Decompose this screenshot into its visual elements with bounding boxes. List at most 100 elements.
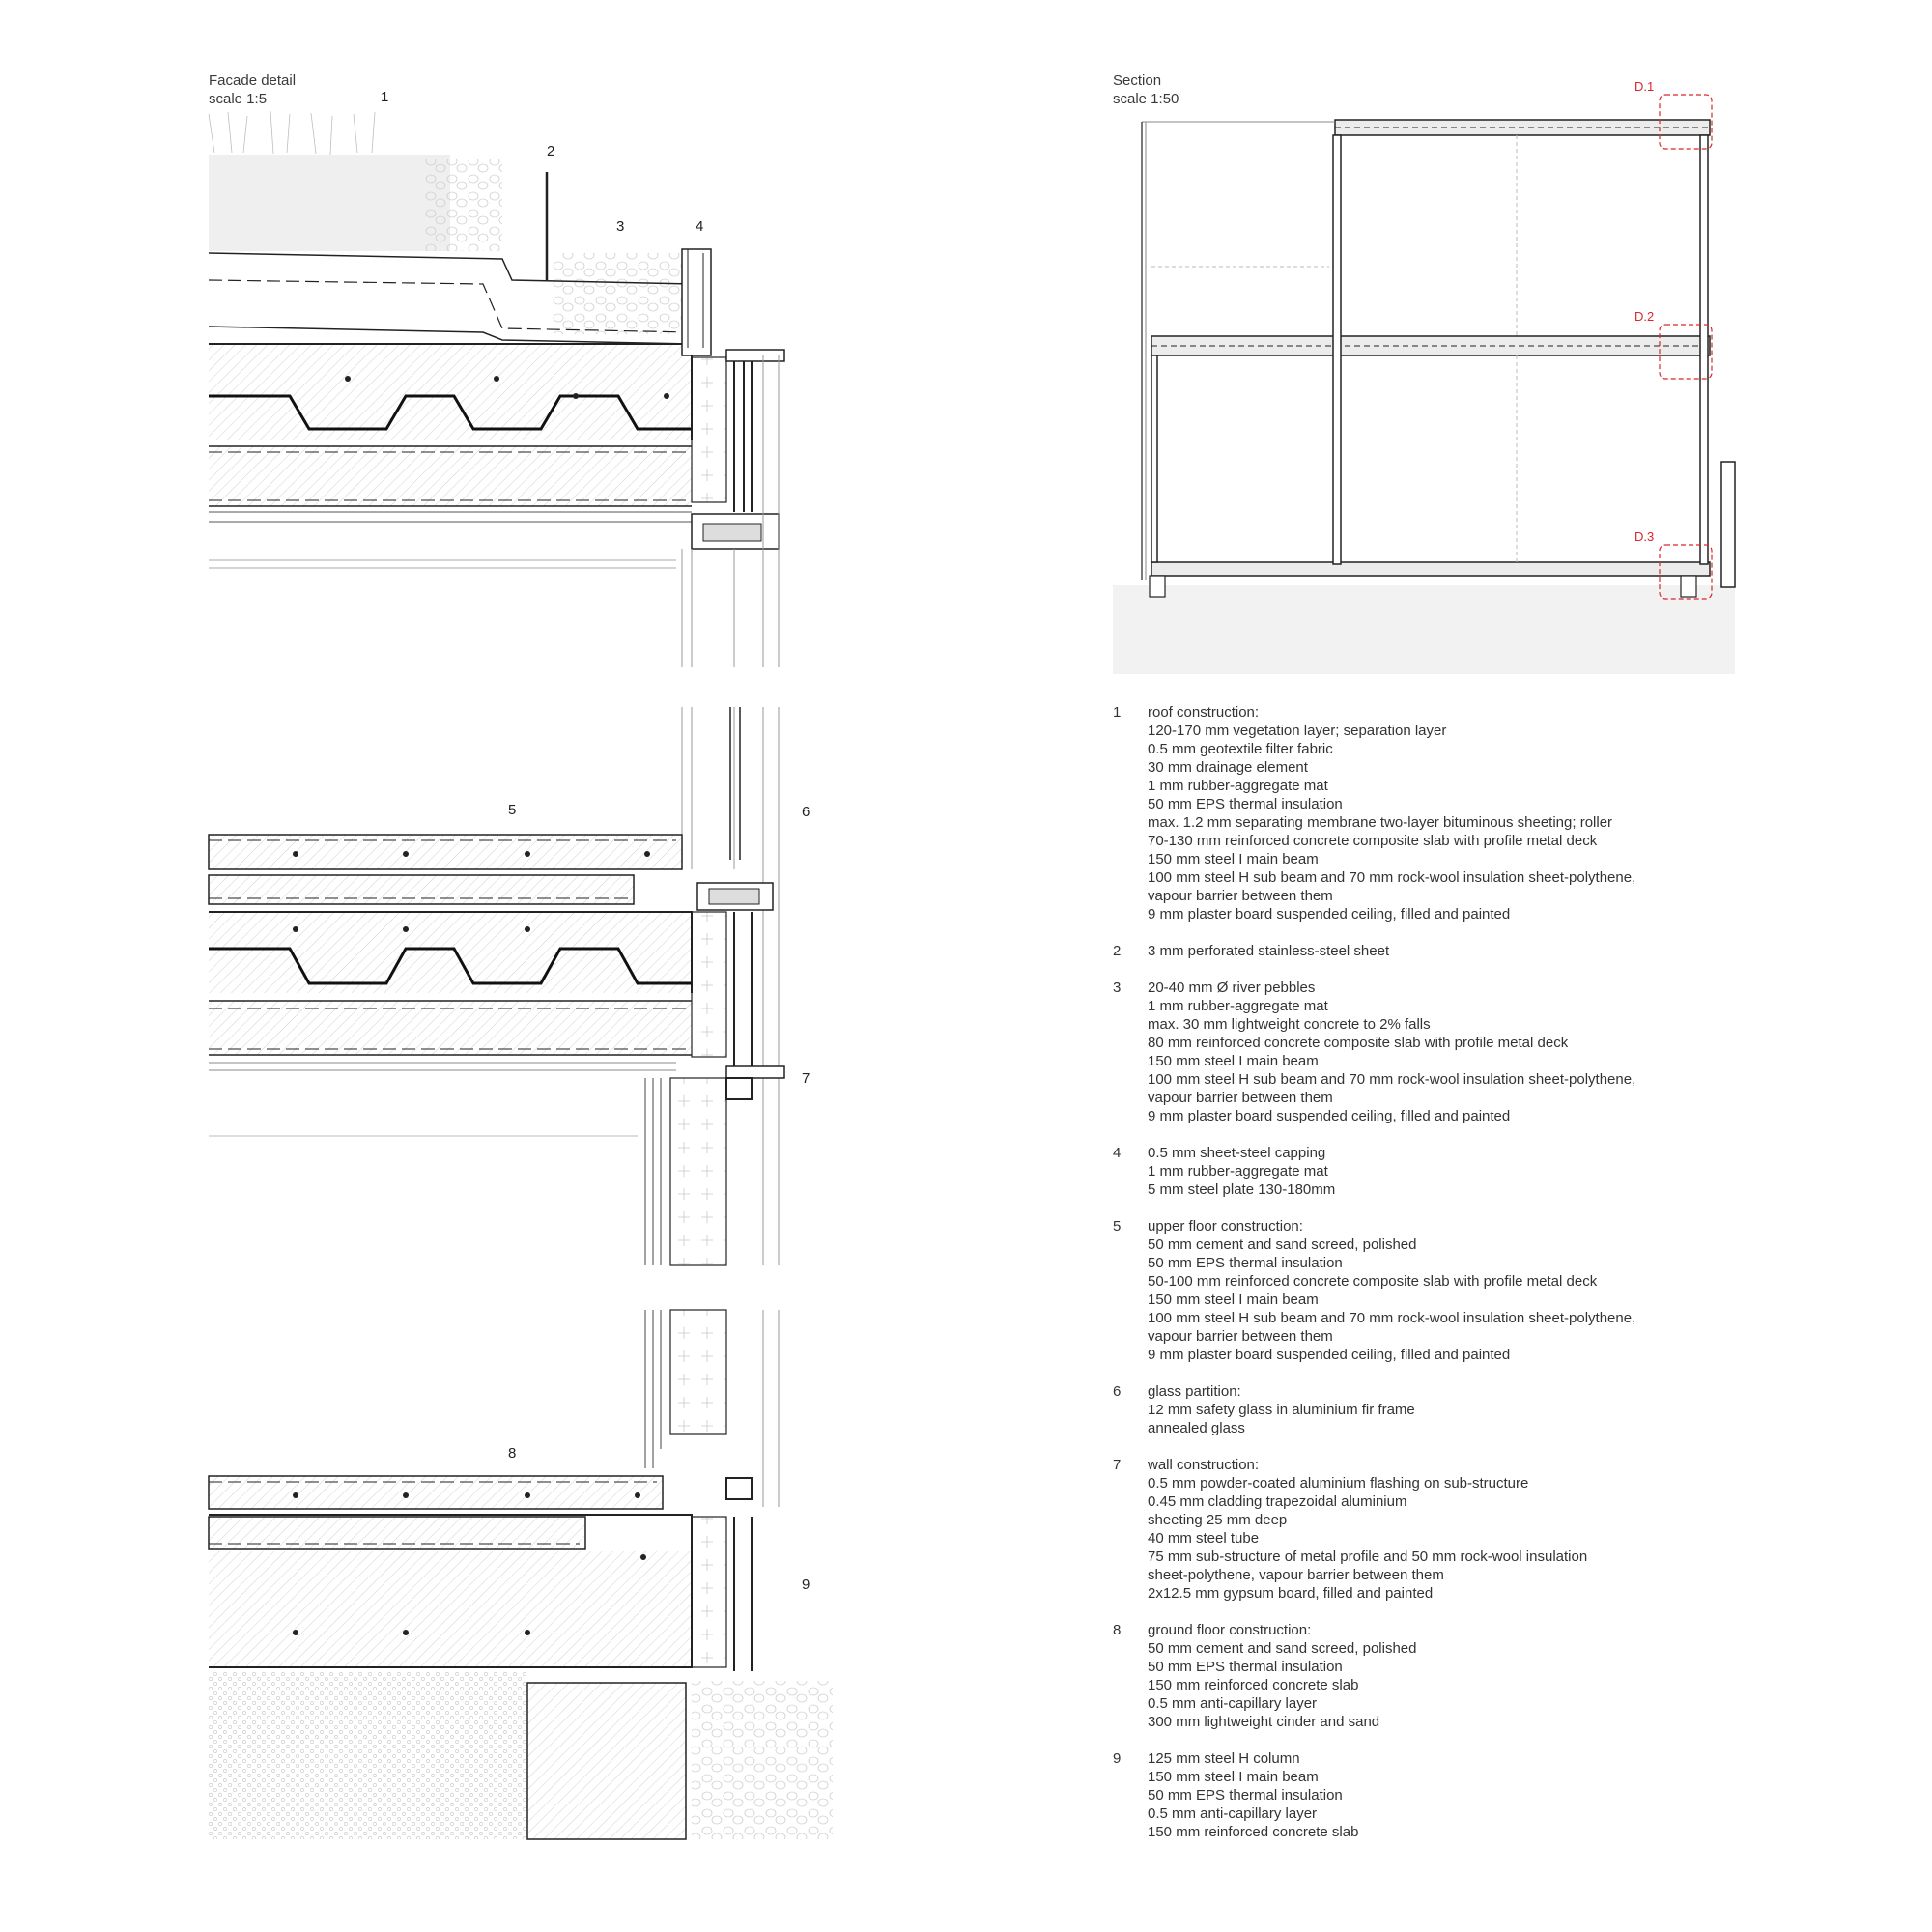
ground-beam bbox=[526, 1682, 687, 1840]
legend-line: vapour barrier between them bbox=[1148, 1328, 1333, 1345]
legend-line: vapour barrier between them bbox=[1148, 888, 1333, 904]
legend-item-3: 3 20-40 mm Ø river pebbles 1 mm rubber-agg… bbox=[1113, 979, 1712, 1125]
legend-line: 5 mm steel plate 130-180mm bbox=[1148, 1181, 1336, 1198]
legend-line: max. 30 mm lightweight concrete to 2% fa… bbox=[1148, 1016, 1431, 1033]
legend-line: annealed glass bbox=[1148, 1420, 1245, 1436]
detail-label-d2: D.2 bbox=[1634, 309, 1655, 324]
legend-text: upper floor construction:50 mm cement an… bbox=[1148, 1217, 1712, 1364]
section-scale: scale 1:50 bbox=[1113, 91, 1179, 107]
legend-line: 3 mm perforated stainless-steel sheet bbox=[1148, 943, 1390, 959]
ground-zone bbox=[1113, 585, 1735, 674]
legend-line: 1 mm rubber-aggregate mat bbox=[1148, 778, 1328, 794]
steel-tube bbox=[725, 1077, 753, 1100]
legend-line: 50 mm cement and sand screed, polished bbox=[1148, 1640, 1417, 1657]
callout-6: 6 bbox=[802, 804, 810, 820]
roof-slab bbox=[209, 344, 692, 440]
legend-number: 1 bbox=[1113, 704, 1122, 721]
legend-line: 50 mm EPS thermal insulation bbox=[1148, 1659, 1343, 1675]
legend-line: glass partition: bbox=[1148, 1383, 1241, 1400]
building-section bbox=[1113, 94, 1736, 674]
legend-line: 50 mm EPS thermal insulation bbox=[1148, 1255, 1343, 1271]
legend-line: 100 mm steel H sub beam and 70 mm rock-w… bbox=[1148, 1310, 1636, 1326]
upper-floor-metal-deck bbox=[209, 947, 692, 985]
detail-marker-d1 bbox=[1659, 94, 1713, 150]
detail-label-d1: D.1 bbox=[1634, 79, 1655, 94]
wall-insulation bbox=[669, 1077, 727, 1266]
facade-detail-title: Facade detail scale 1:5 bbox=[209, 71, 296, 108]
detail-marker-d2 bbox=[1659, 324, 1713, 380]
legend-line: 9 mm plaster board suspended ceiling, fi… bbox=[1148, 1108, 1511, 1124]
legend-line: 0.5 mm anti-capillary layer bbox=[1148, 1805, 1318, 1822]
legend: 1 roof construction: 120-170 mm vegetation… bbox=[1113, 703, 1712, 1860]
legend-text: 20-40 mm Ø river pebbles 1 mm rubber-aggr… bbox=[1148, 979, 1712, 1125]
legend-line: 9 mm plaster board suspended ceiling, fi… bbox=[1148, 906, 1511, 923]
legend-line: 1 mm rubber-aggregate mat bbox=[1148, 1163, 1328, 1179]
legend-line: 150 mm reinforced concrete slab bbox=[1148, 1824, 1359, 1840]
legend-number: 5 bbox=[1113, 1218, 1122, 1235]
detail-label-d3: D.3 bbox=[1634, 529, 1655, 544]
legend-text: ground floor construction: 50 mm cement a… bbox=[1148, 1621, 1712, 1731]
legend-line: 0.5 mm anti-capillary layer bbox=[1148, 1695, 1318, 1712]
legend-line: 100 mm steel H sub beam and 70 mm rock-w… bbox=[1148, 1071, 1636, 1088]
legend-line: 50 mm cement and sand screed, polished bbox=[1148, 1236, 1417, 1253]
legend-line: 50 mm EPS thermal insulation bbox=[1148, 1787, 1343, 1804]
legend-line: 150 mm steel I main beam bbox=[1148, 1053, 1319, 1069]
legend-text: wall construction: 0.5 mm powder-coated a… bbox=[1148, 1456, 1712, 1603]
legend-number: 7 bbox=[1113, 1457, 1122, 1473]
legend-number: 3 bbox=[1113, 980, 1122, 996]
callout-7: 7 bbox=[802, 1070, 810, 1087]
legend-item-7: 7 wall construction: 0.5 mm powder-coated … bbox=[1113, 1456, 1712, 1603]
upper-floor-detail bbox=[208, 707, 785, 1266]
legend-line: 0.5 mm geotextile filter fabric bbox=[1148, 741, 1333, 757]
roof-detail bbox=[208, 110, 785, 667]
legend-line: ground floor construction: bbox=[1148, 1622, 1312, 1638]
legend-line: 125 mm steel H column bbox=[1148, 1750, 1300, 1767]
legend-line: 150 mm steel I main beam bbox=[1148, 1292, 1319, 1308]
parapet bbox=[681, 248, 712, 356]
legend-line: roof construction: bbox=[1148, 704, 1260, 721]
legend-line: 9 mm plaster board suspended ceiling, fi… bbox=[1148, 1347, 1511, 1363]
pebble-fill-roof bbox=[425, 159, 502, 251]
facade-detail-scale: scale 1:5 bbox=[209, 91, 268, 107]
legend-line: 0.5 mm powder-coated aluminium flashing … bbox=[1148, 1475, 1529, 1492]
legend-line: upper floor construction: bbox=[1148, 1218, 1303, 1235]
legend-line: 1 mm rubber-aggregate mat bbox=[1148, 998, 1328, 1014]
legend-line: 100 mm steel H sub beam and 70 mm rock-w… bbox=[1148, 869, 1636, 886]
legend-line: sheet-polythene, vapour barrier between … bbox=[1148, 1567, 1444, 1583]
callout-8: 8 bbox=[508, 1445, 517, 1462]
callout-1: 1 bbox=[381, 89, 389, 105]
pebble-gutter bbox=[553, 253, 682, 334]
ground-floor-detail bbox=[208, 1309, 833, 1840]
legend-line: 2x12.5 mm gypsum board, filled and paint… bbox=[1148, 1585, 1434, 1602]
legend-item-1: 1 roof construction: 120-170 mm vegetation… bbox=[1113, 703, 1712, 923]
legend-line: vapour barrier between them bbox=[1148, 1090, 1333, 1106]
legend-line: 150 mm steel I main beam bbox=[1148, 851, 1319, 867]
legend-line: 150 mm steel I main beam bbox=[1148, 1769, 1319, 1785]
legend-line: 120-170 mm vegetation layer; separation … bbox=[1148, 723, 1447, 739]
legend-number: 9 bbox=[1113, 1750, 1122, 1767]
legend-number: 4 bbox=[1113, 1145, 1122, 1161]
ground-slab bbox=[209, 1551, 692, 1667]
legend-line: 20-40 mm Ø river pebbles bbox=[1148, 980, 1316, 996]
legend-text: 125 mm steel H column 150 mm steel I main… bbox=[1148, 1749, 1712, 1841]
legend-line: 0.45 mm cladding trapezoidal aluminium bbox=[1148, 1493, 1407, 1510]
soil-pebbles bbox=[692, 1681, 833, 1839]
legend-text: 3 mm perforated stainless-steel sheet bbox=[1148, 942, 1712, 960]
legend-line: max. 1.2 mm separating membrane two-laye… bbox=[1148, 814, 1613, 831]
facade-detail-title-text: Facade detail bbox=[209, 72, 297, 89]
legend-line: 50 mm EPS thermal insulation bbox=[1148, 796, 1343, 812]
legend-line: wall construction: bbox=[1148, 1457, 1260, 1473]
callout-3: 3 bbox=[616, 218, 625, 235]
legend-line: 40 mm steel tube bbox=[1148, 1530, 1260, 1547]
legend-item-9: 9 125 mm steel H column 150 mm steel I mai… bbox=[1113, 1749, 1712, 1841]
detail-marker-d3 bbox=[1659, 544, 1713, 600]
callout-4: 4 bbox=[696, 218, 704, 235]
section-title: Section scale 1:50 bbox=[1113, 71, 1179, 108]
legend-line: 12 mm safety glass in aluminium fir fram… bbox=[1148, 1402, 1415, 1418]
legend-line: 30 mm drainage element bbox=[1148, 759, 1308, 776]
